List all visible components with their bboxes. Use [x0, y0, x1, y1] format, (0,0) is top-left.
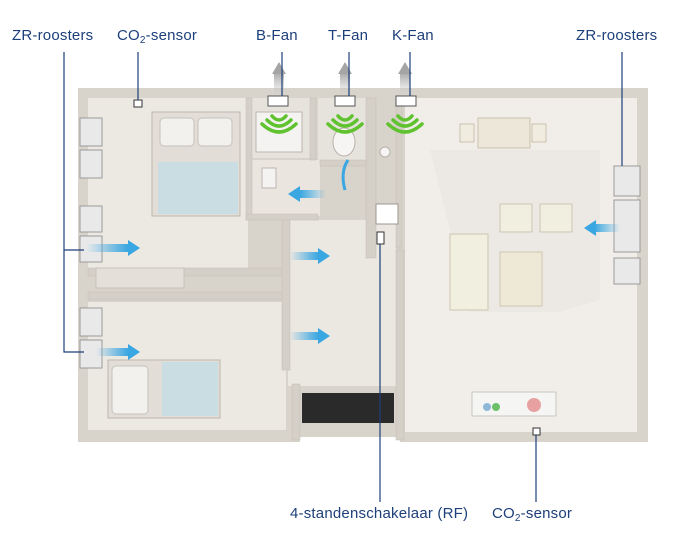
airflow-arrow-icon	[288, 186, 326, 202]
sink	[261, 167, 277, 189]
kitchen-sink	[379, 146, 391, 158]
device-blue	[483, 403, 491, 411]
window-grilles-left	[79, 117, 103, 369]
exhaust-up-arrow-icon	[395, 62, 417, 107]
leader-lines	[63, 52, 623, 502]
label-t-fan: T-Fan	[328, 27, 369, 44]
stove	[375, 203, 399, 225]
co2-subscript: 2	[139, 35, 146, 46]
armchair-2	[539, 203, 573, 233]
bathroom-floor	[248, 160, 320, 216]
co2-prefix: CO	[492, 505, 515, 522]
hallway-floor	[288, 220, 396, 386]
co2-subscript: 2	[514, 513, 521, 524]
co2-sensor-bottom	[532, 427, 541, 436]
interior-walls	[87, 97, 405, 441]
airflow-arrow-icon	[86, 240, 140, 256]
living-room-furniture	[430, 117, 600, 417]
co2-sensor-top	[133, 99, 143, 108]
co2-prefix: CO	[117, 27, 140, 44]
label-zr-roosters-right: ZR-roosters	[576, 27, 658, 44]
armchair-1	[499, 203, 533, 233]
co2-suffix: -sensor	[145, 27, 198, 44]
exhaust-arrows	[267, 62, 417, 107]
fan-arcs	[260, 114, 424, 134]
dining-table	[477, 117, 531, 149]
airflow-arrow-icon	[341, 159, 350, 191]
toilet	[332, 127, 356, 157]
airflow-arrows	[86, 159, 620, 360]
desk	[95, 267, 185, 289]
label-b-fan: B-Fan	[256, 27, 298, 44]
label-co2-sensor-bottom: CO2-sensor	[492, 505, 572, 524]
exhaust-up-arrow-icon	[334, 62, 356, 107]
wifi-arc-icon	[260, 114, 298, 134]
coffee-table	[499, 251, 543, 307]
airflow-arrow-icon	[290, 328, 330, 344]
rf-switch	[376, 231, 385, 245]
device-red	[527, 398, 541, 412]
airflow-arrow-icon	[584, 220, 620, 236]
sofa	[449, 233, 489, 311]
airflow-arrow-icon	[96, 344, 140, 360]
wifi-arc-icon	[386, 114, 424, 134]
bed-2	[107, 359, 221, 419]
label-k-fan: K-Fan	[392, 27, 434, 44]
window-grilles-right	[613, 165, 641, 285]
airflow-arrow-icon	[290, 248, 330, 264]
co2-suffix: -sensor	[520, 505, 573, 522]
bed-1	[151, 111, 241, 217]
entrance-mat	[302, 393, 394, 423]
label-4-standenschakelaar: 4-standenschakelaar (RF)	[290, 505, 469, 522]
wifi-arc-icon	[326, 114, 364, 134]
exhaust-up-arrow-icon	[267, 62, 289, 107]
label-co2-sensor-top: CO2-sensor	[117, 27, 197, 46]
label-zr-roosters-left: ZR-roosters	[12, 27, 94, 44]
device-green	[492, 403, 500, 411]
